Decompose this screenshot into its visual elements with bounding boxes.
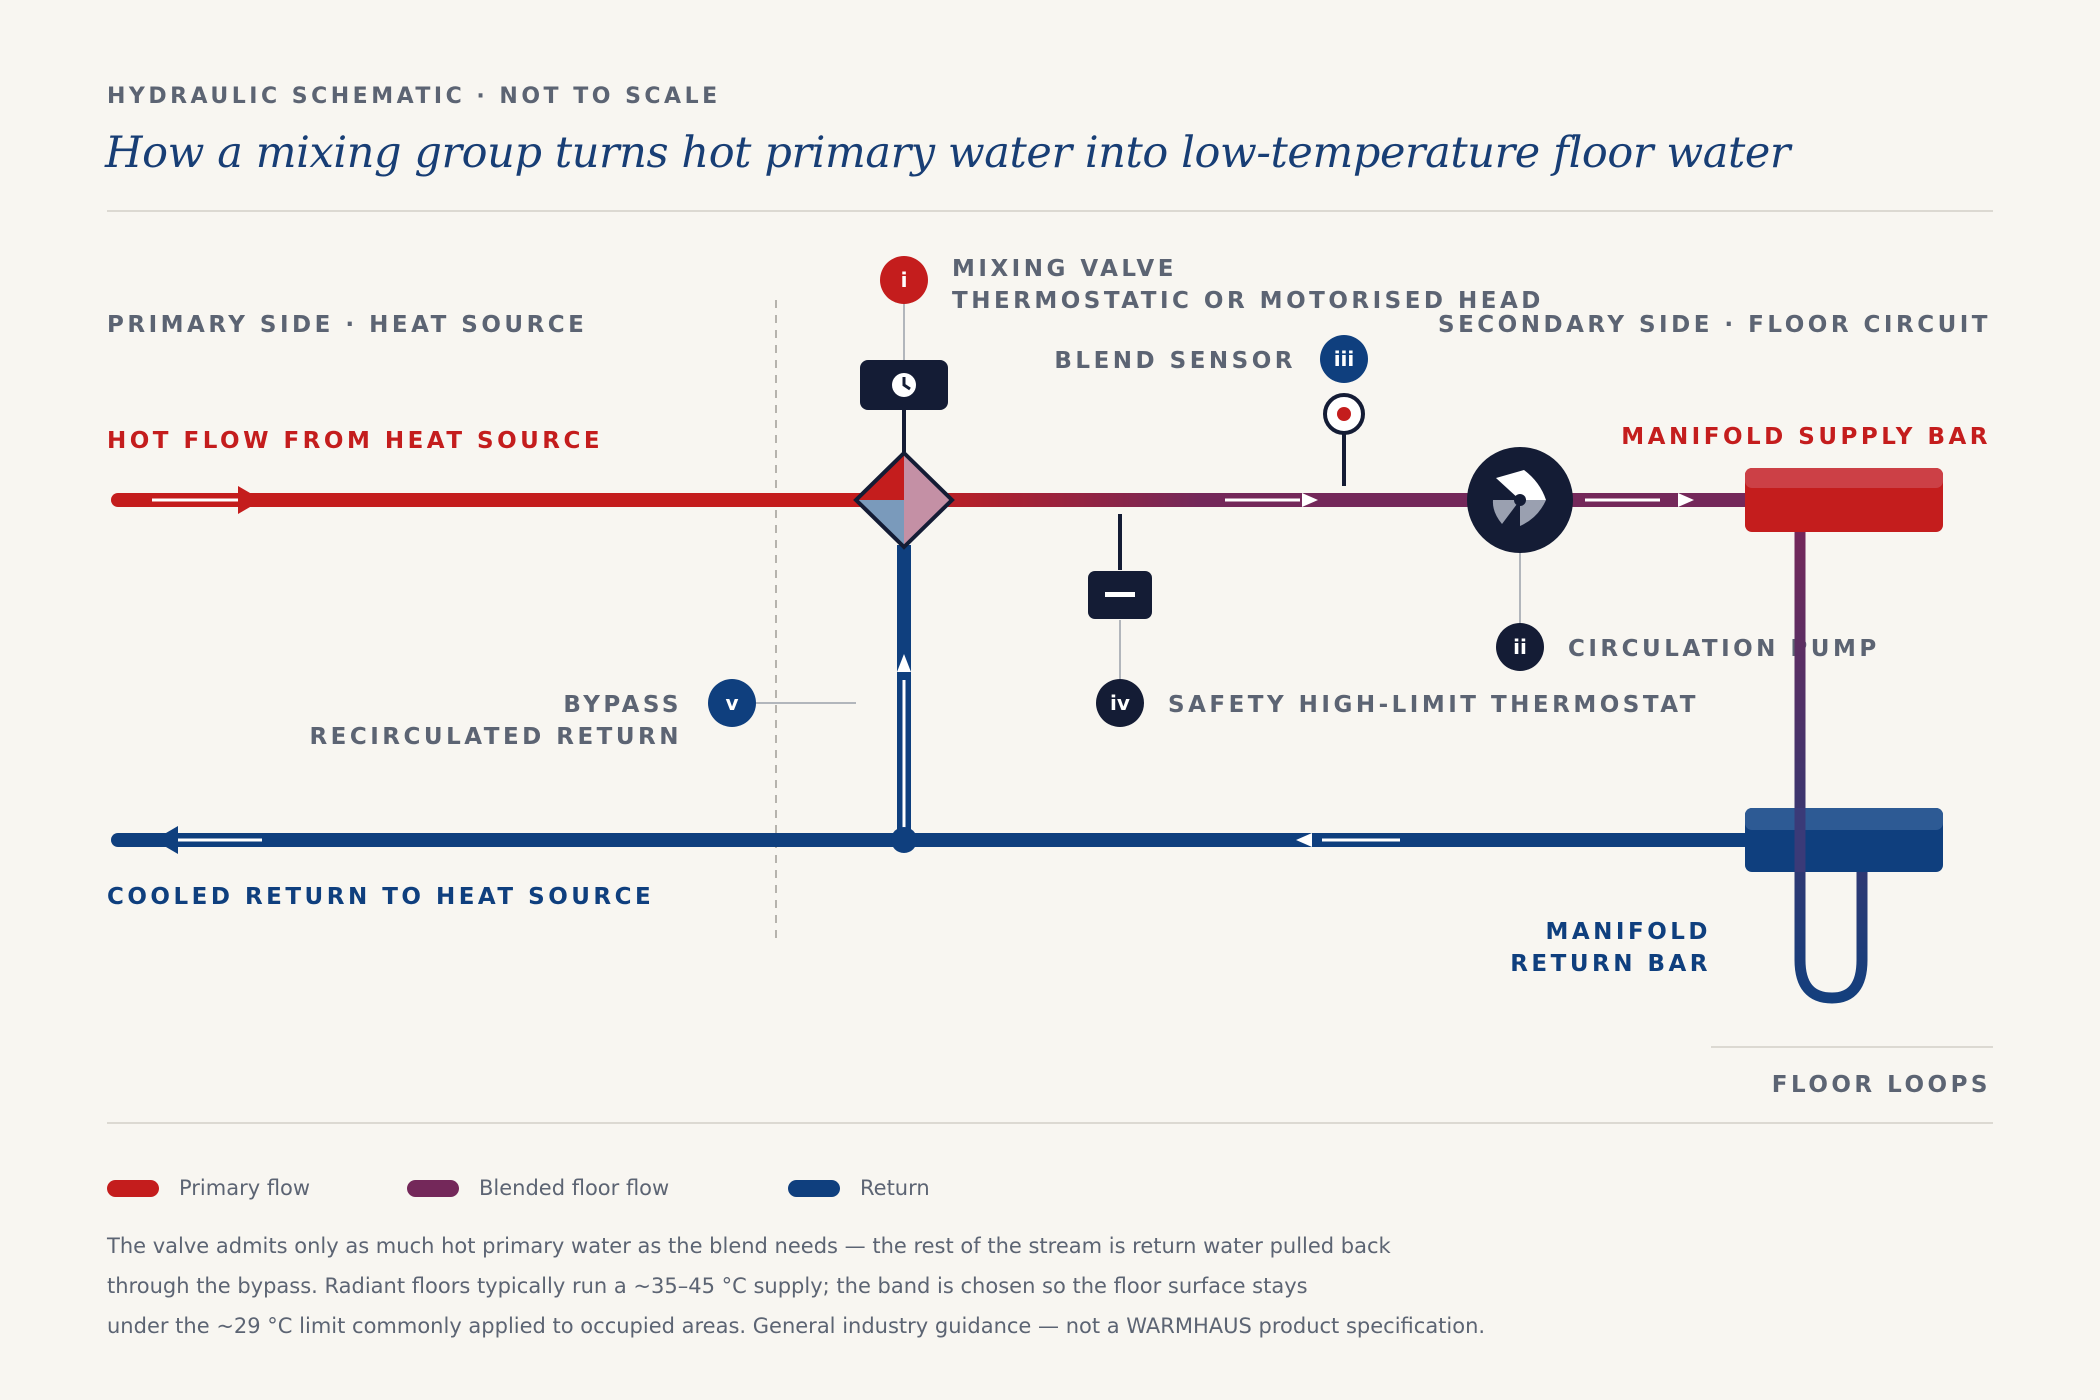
circulation-pump-marker-label: ii	[1513, 635, 1527, 659]
blend-sensor-marker	[1320, 335, 1368, 383]
mixing-valve-label: MIXING VALVE	[952, 256, 1177, 282]
note-line-1: The valve admits only as much hot primar…	[107, 1234, 1391, 1258]
bypass-marker	[708, 679, 756, 727]
note-line-3: under the ~29 °C limit commonly applied …	[107, 1314, 1486, 1338]
blended-flow-arrow-2	[1678, 493, 1694, 507]
secondary-side-label: SECONDARY SIDE · FLOOR CIRCUIT	[1438, 312, 1991, 338]
note-line-2: through the bypass. Radiant floors typic…	[107, 1274, 1308, 1298]
bypass-arrow	[897, 654, 911, 672]
mixing-valve-marker-label: i	[901, 268, 908, 292]
explanatory-note: The valve admits only as much hot primar…	[107, 1226, 1707, 1346]
floor-loops-label: FLOOR LOOPS	[1772, 1072, 1991, 1098]
minus-icon	[1105, 592, 1135, 597]
manifold-return-label: MANIFOLD	[1545, 919, 1711, 945]
manifold-return-sublabel: RETURN BAR	[1510, 951, 1711, 977]
bypass-sublabel: RECIRCULATED RETURN	[309, 724, 682, 750]
safety-thermostat-marker	[1096, 679, 1144, 727]
circulation-pump-marker	[1496, 623, 1544, 671]
legend-label-blended: Blended floor flow	[479, 1176, 670, 1200]
manifold-return-highlight	[1745, 808, 1943, 830]
legend-primary: Primary flow	[107, 1176, 310, 1200]
hot-flow-label: HOT FLOW FROM HEAT SOURCE	[107, 428, 603, 454]
manifold-supply-label: MANIFOLD SUPPLY BAR	[1621, 424, 1991, 450]
bypass-tee-junction	[891, 827, 917, 853]
bypass-marker-label: v	[725, 691, 738, 715]
mixing-valve-sublabel: THERMOSTATIC OR MOTORISED HEAD	[952, 288, 1544, 314]
mixing-valve-marker	[880, 256, 928, 304]
blend-sensor-dot	[1337, 407, 1351, 421]
pump-impeller-icon	[1492, 470, 1546, 526]
footer-divider	[107, 1122, 1993, 1124]
diagram-title: How a mixing group turns hot primary wat…	[105, 128, 1791, 178]
legend-return: Return	[788, 1176, 930, 1200]
return-flow-arrow	[154, 826, 178, 854]
header-divider	[107, 210, 1993, 212]
floor-loop-pipe	[1794, 532, 1868, 1004]
legend-blended: Blended floor flow	[407, 1176, 669, 1200]
legend-label-primary: Primary flow	[179, 1176, 311, 1200]
legend-swatch-blended	[407, 1179, 459, 1197]
primary-flow-arrow	[238, 486, 262, 514]
legend-swatch-primary	[107, 1179, 159, 1197]
legend-swatch-return	[788, 1179, 840, 1197]
circulation-pump-label: CIRCULATION PUMP	[1568, 636, 1880, 662]
manifold-supply-highlight	[1745, 468, 1943, 488]
primary-side-label: PRIMARY SIDE · HEAT SOURCE	[107, 312, 587, 338]
mixing-valve-body	[853, 450, 955, 550]
blend-sensor-label: BLEND SENSOR	[1054, 348, 1296, 374]
clock-icon	[892, 373, 916, 397]
legend-label-return: Return	[860, 1176, 930, 1200]
safety-thermostat-marker-label: iv	[1110, 691, 1130, 715]
blend-sensor-marker-label: iii	[1334, 347, 1355, 371]
return-flow-arrow-2	[1296, 833, 1312, 847]
cooled-return-label: COOLED RETURN TO HEAT SOURCE	[107, 884, 654, 910]
safety-thermostat-label: SAFETY HIGH-LIMIT THERMOSTAT	[1168, 692, 1699, 718]
diagram-kicker: HYDRAULIC SCHEMATIC · NOT TO SCALE	[107, 84, 721, 109]
bypass-label: BYPASS	[563, 692, 682, 718]
blended-flow-arrow-1	[1302, 493, 1318, 507]
